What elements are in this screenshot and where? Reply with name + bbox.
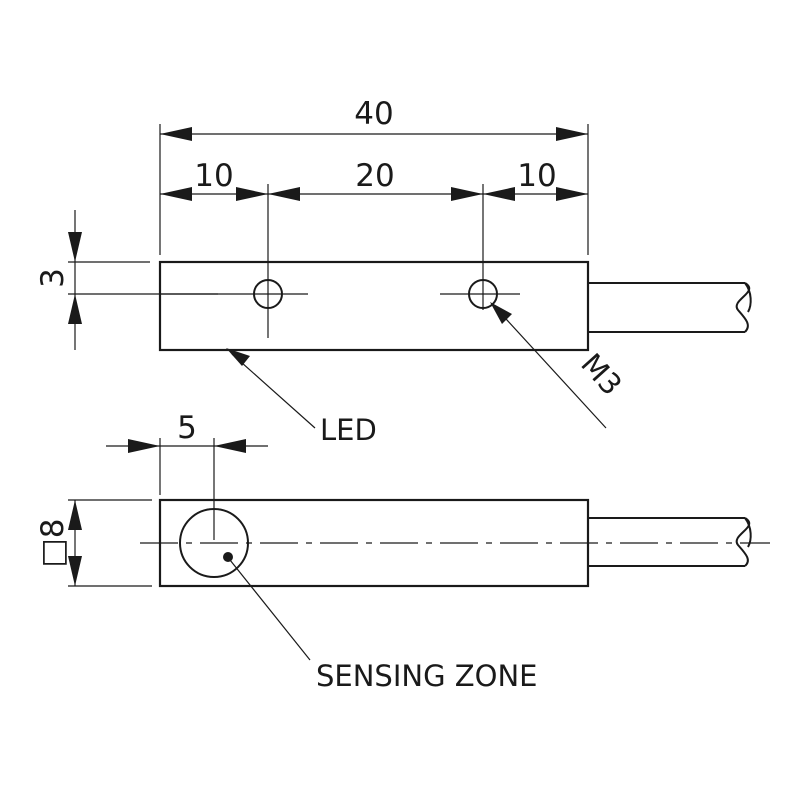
dimension-sensing-offset-label: 5 [177, 410, 197, 446]
dimension-square-section: □8 [35, 499, 152, 587]
dimension-overall-length: 40 [159, 96, 589, 255]
dimension-hole-spacing-label: 20 [355, 158, 394, 194]
dimension-left-offset: 10 [160, 158, 268, 201]
top-view [158, 184, 752, 352]
top-housing [158, 260, 590, 352]
dimension-right-offset: 10 [483, 158, 588, 201]
dimension-right-offset-label: 10 [517, 158, 556, 194]
dimension-hole-spacing: 20 [268, 158, 483, 201]
sensing-zone-dot [223, 552, 233, 562]
dimension-square-section-label: □8 [35, 518, 71, 567]
side-cable [588, 517, 752, 567]
top-cable [588, 282, 752, 333]
sensing-zone-label: SENSING ZONE [316, 659, 537, 693]
led-label: LED [320, 413, 377, 447]
dimension-left-offset-label: 10 [194, 158, 233, 194]
dimension-overall-length-label: 40 [354, 96, 393, 132]
dimension-sensing-offset: 5 [106, 410, 268, 495]
thread-label: M3 [574, 347, 628, 402]
sensing-zone-callout: SENSING ZONE [229, 559, 537, 693]
dimension-hole-height: 3 [35, 210, 218, 350]
side-view [140, 438, 770, 588]
dimension-hole-height-label: 3 [35, 268, 71, 288]
led-callout: LED [226, 348, 377, 447]
